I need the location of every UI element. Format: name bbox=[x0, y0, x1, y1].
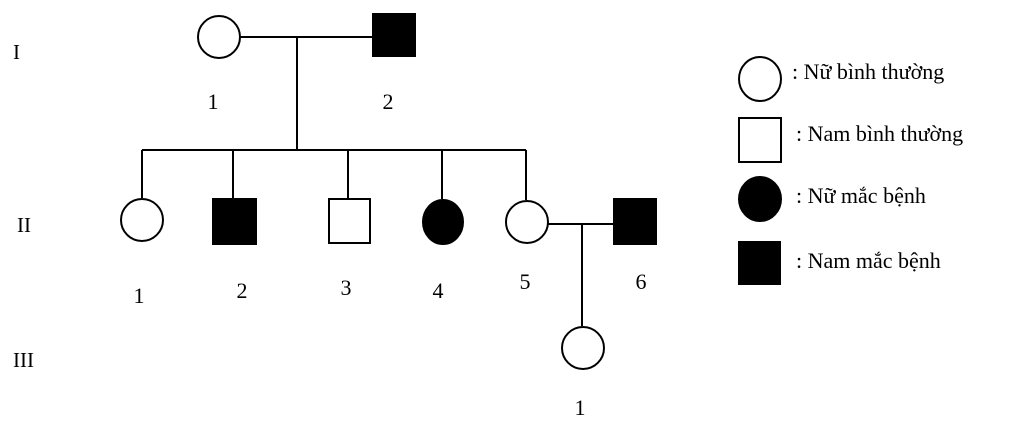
member-II5-number: 5 bbox=[520, 269, 531, 294]
member-I1-number: 1 bbox=[208, 89, 219, 114]
member-I1-normal-female bbox=[197, 15, 241, 59]
generation-label-II: II bbox=[17, 213, 31, 237]
legend-affected-female-label: : Nữ mắc bệnh bbox=[796, 183, 926, 208]
member-II6-number: 6 bbox=[636, 269, 647, 294]
legend-normal-male-icon bbox=[738, 117, 782, 163]
member-II1-normal-female bbox=[120, 198, 164, 242]
legend-affected-male-icon bbox=[738, 241, 781, 285]
member-II2-number: 2 bbox=[237, 278, 248, 303]
member-II3-normal-male bbox=[328, 198, 371, 244]
legend-affected-female-icon bbox=[738, 176, 782, 222]
generation-label-I: I bbox=[13, 40, 20, 64]
legend-normal-male-label: : Nam bình thường bbox=[796, 121, 963, 146]
member-III1-number: 1 bbox=[575, 395, 586, 420]
member-II4-number: 4 bbox=[433, 278, 444, 303]
member-II5-normal-female bbox=[505, 200, 549, 244]
member-II4-affected-female bbox=[422, 199, 464, 245]
legend-normal-female-icon bbox=[738, 56, 782, 102]
member-I2-affected-male bbox=[372, 13, 416, 57]
member-III1-normal-female bbox=[561, 326, 605, 370]
member-I2-number: 2 bbox=[383, 89, 394, 114]
legend-affected-male-label: : Nam mắc bệnh bbox=[796, 248, 941, 273]
generation-label-III: III bbox=[13, 348, 34, 372]
member-II3-number: 3 bbox=[341, 275, 352, 300]
member-II2-affected-male bbox=[212, 198, 257, 245]
member-II1-number: 1 bbox=[134, 283, 145, 308]
legend: : Nữ bình thường : Nam bình thường : Nữ … bbox=[738, 56, 963, 285]
legend-normal-female-label: : Nữ bình thường bbox=[792, 59, 944, 84]
member-II6-affected-male bbox=[613, 198, 657, 245]
